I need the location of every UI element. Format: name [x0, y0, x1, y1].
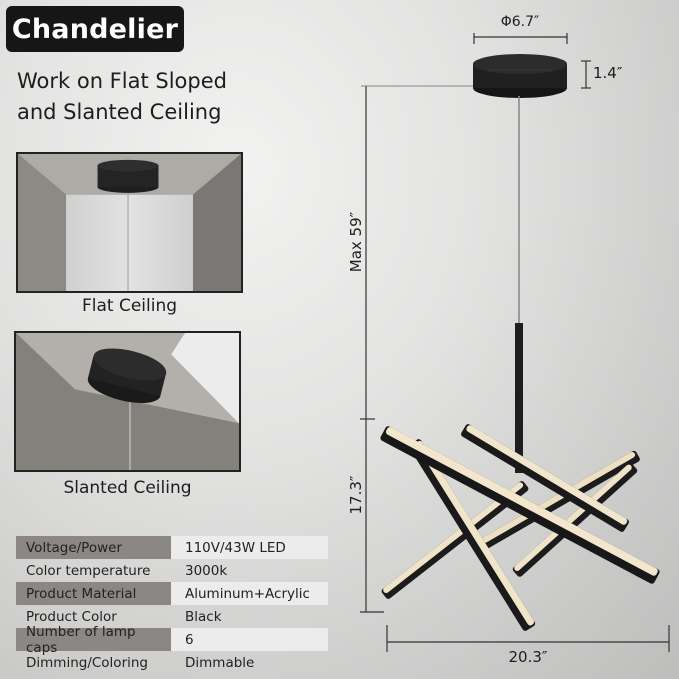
spec-value: Aluminum+Acrylic: [171, 582, 328, 605]
spec-key: Product Color: [26, 608, 117, 625]
spec-value: 6: [171, 628, 328, 651]
slanted-ceiling-illustration: [14, 331, 241, 472]
spec-key: Dimming/Coloring: [26, 654, 148, 671]
spec-row: Product Material Aluminum+Acrylic: [16, 582, 328, 605]
spec-row: Voltage/Power 110V/43W LED: [16, 536, 328, 559]
spec-key: Color temperature: [26, 562, 151, 579]
subtitle-line-1: Work on Flat Sloped: [17, 69, 227, 93]
canopy-diameter-label: Φ6.7″: [501, 14, 540, 30]
title-badge: Chandelier: [6, 6, 184, 52]
spec-row: Color temperature 3000k: [16, 559, 328, 582]
subtitle: Work on Flat Sloped and Slanted Ceiling: [17, 66, 277, 128]
slanted-ceiling-icon: [16, 333, 239, 470]
body-width-label: 20.3″: [508, 648, 548, 666]
canopy-diameter-text: Φ6.7″: [471, 12, 569, 30]
flat-ceiling-illustration: [16, 152, 243, 293]
spec-key: Product Material: [16, 582, 171, 605]
canopy: [473, 54, 567, 98]
spec-key: Voltage/Power: [16, 536, 171, 559]
led-arms: [380, 424, 660, 631]
title-badge-label: Chandelier: [11, 13, 179, 45]
flat-ceiling-icon: [18, 154, 241, 291]
spec-value: 3000k: [185, 562, 228, 579]
max-length-label: Max 59″: [347, 211, 365, 273]
down-rod: [515, 323, 523, 473]
spec-row: Product Color Black: [16, 605, 328, 628]
spec-table: Voltage/Power 110V/43W LED Color tempera…: [16, 536, 328, 674]
subtitle-line-2: and Slanted Ceiling: [17, 100, 222, 124]
flat-ceiling-caption: Flat Ceiling: [81, 296, 178, 316]
slanted-ceiling-caption: Slanted Ceiling: [63, 478, 192, 498]
spec-row: Dimming/Coloring Dimmable: [16, 651, 328, 674]
spec-value: Dimmable: [185, 654, 255, 671]
spec-value: 110V/43W LED: [171, 536, 328, 559]
canopy-height-label: 1.4″: [593, 64, 623, 82]
body-height-label: 17.3″: [347, 475, 365, 515]
spec-value: Black: [185, 608, 222, 625]
